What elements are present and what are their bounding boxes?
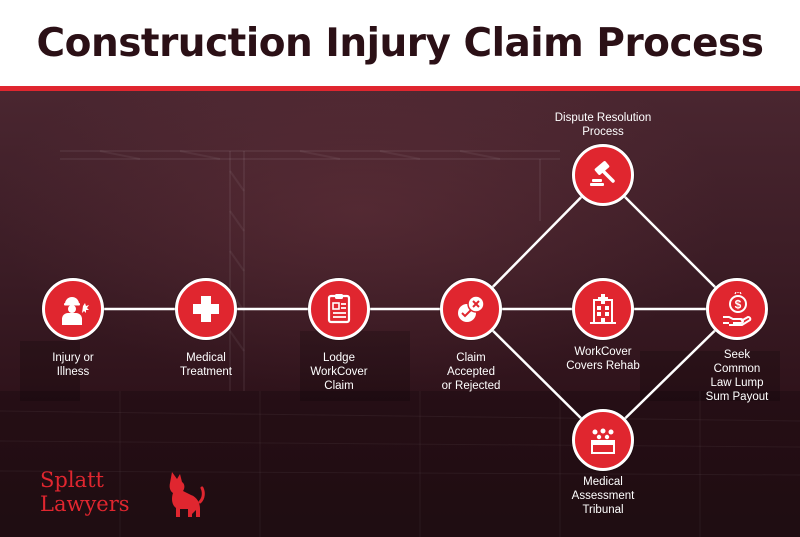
label-injury: Injury or Illness [52, 352, 94, 378]
construction-background-icon [0, 150, 800, 537]
node-dispute [572, 144, 634, 206]
label-payout: Seek Common Law Lump Sum Payout [705, 349, 769, 403]
node-payout: $ [706, 278, 768, 340]
label-rehab: WorkCover Covers Rehab [566, 346, 640, 372]
tribunal-panel-icon [591, 428, 615, 454]
accent-bar [0, 86, 800, 91]
company-logo: Splatt Lawyers [40, 468, 210, 522]
node-claim [440, 278, 502, 340]
gavel-icon [590, 161, 615, 186]
page-title: Construction Injury Claim Process [36, 20, 764, 66]
injured-worker-icon [62, 297, 89, 325]
label-lodge: Lodge WorkCover Claim [310, 352, 368, 392]
label-claim: Claim Accepted or Rejected [441, 352, 501, 392]
medical-cross-icon [193, 296, 219, 322]
label-dispute: Dispute Resolution Process [554, 112, 652, 138]
label-medical: Medical Treatment [180, 352, 232, 378]
svg-text:$: $ [735, 298, 742, 312]
diagram-area: $ Injury or Illness Medical Treatment Lo… [0, 91, 800, 537]
hospital-icon [590, 294, 616, 324]
label-tribunal: Medical Assessment Tribunal [571, 476, 635, 516]
node-rehab [572, 278, 634, 340]
logo-text: Splatt Lawyers [40, 468, 130, 516]
node-tribunal [572, 409, 634, 471]
dog-logo-icon [169, 472, 205, 517]
claim-form-icon [327, 294, 351, 324]
money-payout-icon: $ [723, 292, 752, 326]
node-medical [175, 278, 237, 340]
node-lodge [308, 278, 370, 340]
node-injury [42, 278, 104, 340]
header: Construction Injury Claim Process [0, 0, 800, 86]
accept-reject-icon [458, 295, 485, 322]
